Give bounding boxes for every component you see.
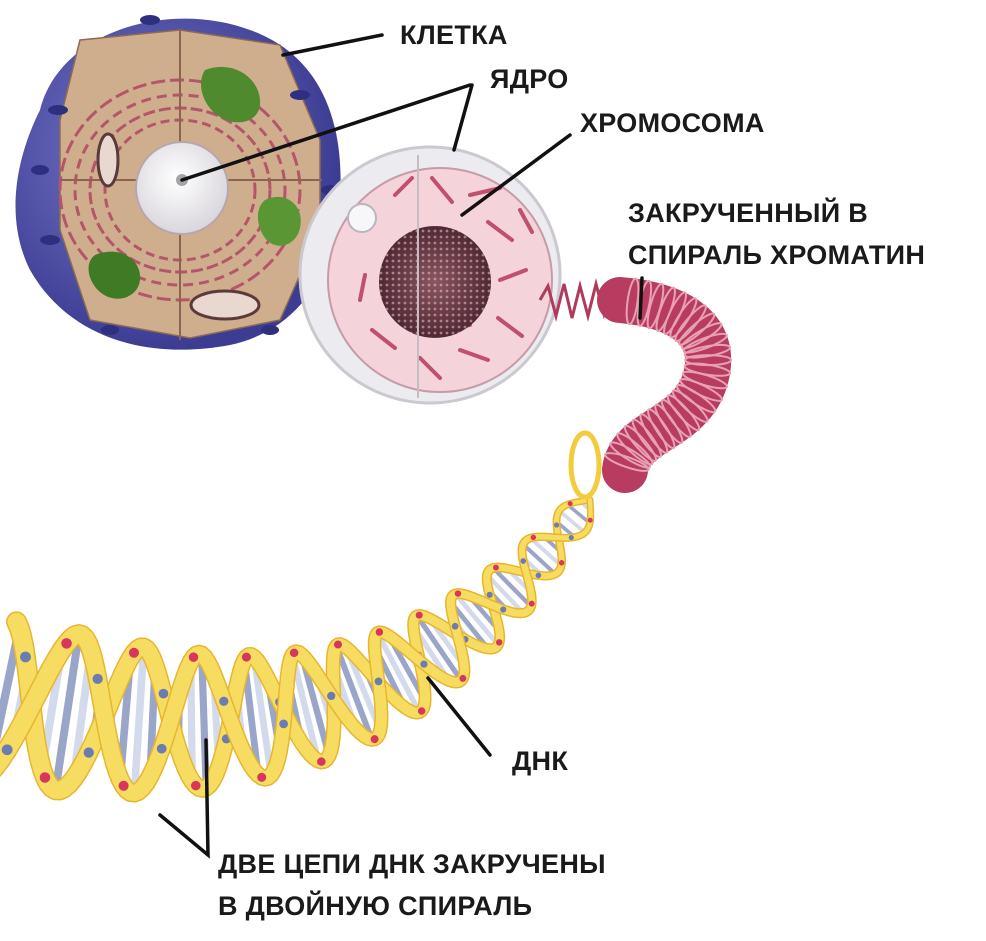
dna-backbone-dot bbox=[420, 661, 427, 668]
dna-backbone-dot bbox=[334, 641, 342, 649]
label-strands-line1: ДВЕ ЦЕПИ ДНК ЗАКРУЧЕНЫ bbox=[218, 845, 606, 883]
mitochondrion bbox=[98, 134, 118, 186]
mitochondrion bbox=[191, 291, 259, 319]
label-cell: КЛЕТКА bbox=[400, 16, 508, 54]
dna-backbone-dot bbox=[529, 601, 535, 607]
dna-backbone-dot bbox=[554, 522, 559, 527]
dna-backbone-dot bbox=[376, 628, 383, 635]
dna-backbone-dot bbox=[129, 648, 139, 658]
dna-backbone-dot bbox=[455, 590, 461, 596]
dna-backbone-dot bbox=[279, 720, 288, 729]
dna-backbone-dot bbox=[327, 692, 335, 700]
dna-backbone-dot bbox=[189, 652, 199, 662]
label-chromatin-line2: СПИРАЛЬ ХРОМАТИН bbox=[628, 236, 925, 274]
dna-backbone-dot bbox=[487, 592, 493, 598]
dna-backbone-dot bbox=[569, 535, 574, 540]
leader-chromatin bbox=[640, 278, 642, 318]
label-chromosome: ХРОМОСОМА bbox=[580, 104, 765, 142]
dna-backbone-dot bbox=[290, 649, 299, 658]
dna-end-loop bbox=[571, 433, 599, 497]
dna-backbone-dot bbox=[242, 653, 251, 662]
dna-backbone-dot bbox=[159, 689, 169, 699]
dna-backbone-dot bbox=[191, 781, 201, 791]
dna-backbone-dot bbox=[157, 744, 167, 754]
dna-backbone-dot bbox=[40, 772, 51, 783]
nucleus-enlarged bbox=[300, 147, 560, 403]
cell bbox=[16, 15, 341, 350]
dna-backbone-dot bbox=[371, 735, 379, 743]
dna-backbone-dot bbox=[559, 560, 564, 565]
dna-backbone-dot bbox=[536, 573, 542, 579]
dna-backbone-dot bbox=[416, 612, 423, 619]
cell-nucleus bbox=[136, 142, 228, 234]
dna-backbone-dot bbox=[375, 678, 383, 686]
dna-backbone-dot bbox=[93, 674, 103, 684]
dna-backbone-dot bbox=[119, 781, 129, 791]
dna-backbone-dot bbox=[20, 652, 31, 663]
dna-backbone-dot bbox=[520, 558, 526, 564]
dna-backbone-dot bbox=[219, 697, 228, 706]
dna-backbone-dot bbox=[500, 606, 506, 612]
dna-backbone-dot bbox=[317, 757, 326, 766]
dna-backbone-dot bbox=[257, 773, 266, 782]
label-strands-line2: В ДВОЙНУЮ СПИРАЛЬ bbox=[218, 887, 532, 925]
leader-nucleus-large bbox=[454, 85, 472, 150]
nuclear-pore bbox=[348, 204, 376, 232]
dna-backbone-highlight bbox=[17, 622, 20, 628]
dna-double-helix bbox=[0, 500, 593, 793]
dna-backbone-dot bbox=[531, 535, 536, 540]
dna-backbone-dot bbox=[452, 623, 459, 630]
leader-dna bbox=[428, 678, 490, 755]
dna-backbone-dot bbox=[459, 675, 466, 682]
label-chromatin-line1: ЗАКРУЧЕННЫЙ В bbox=[628, 194, 868, 232]
label-nucleus: ЯДРО bbox=[490, 60, 569, 98]
dna-backbone-dot bbox=[84, 747, 94, 757]
leader-cell bbox=[283, 35, 382, 55]
dna-backbone-dot bbox=[493, 565, 499, 571]
dna-backbone-dot bbox=[2, 744, 13, 755]
dna-backbone-dot bbox=[496, 639, 502, 645]
chromatin-fiber bbox=[540, 278, 731, 474]
dna-backbone-dot bbox=[588, 518, 593, 523]
dna-backbone-dot bbox=[61, 638, 72, 649]
chromatin-knob-texture bbox=[379, 226, 491, 338]
dna-backbone-dot bbox=[568, 501, 573, 506]
dna-backbone-dot bbox=[418, 707, 425, 714]
label-dna: ДНК bbox=[512, 742, 568, 780]
